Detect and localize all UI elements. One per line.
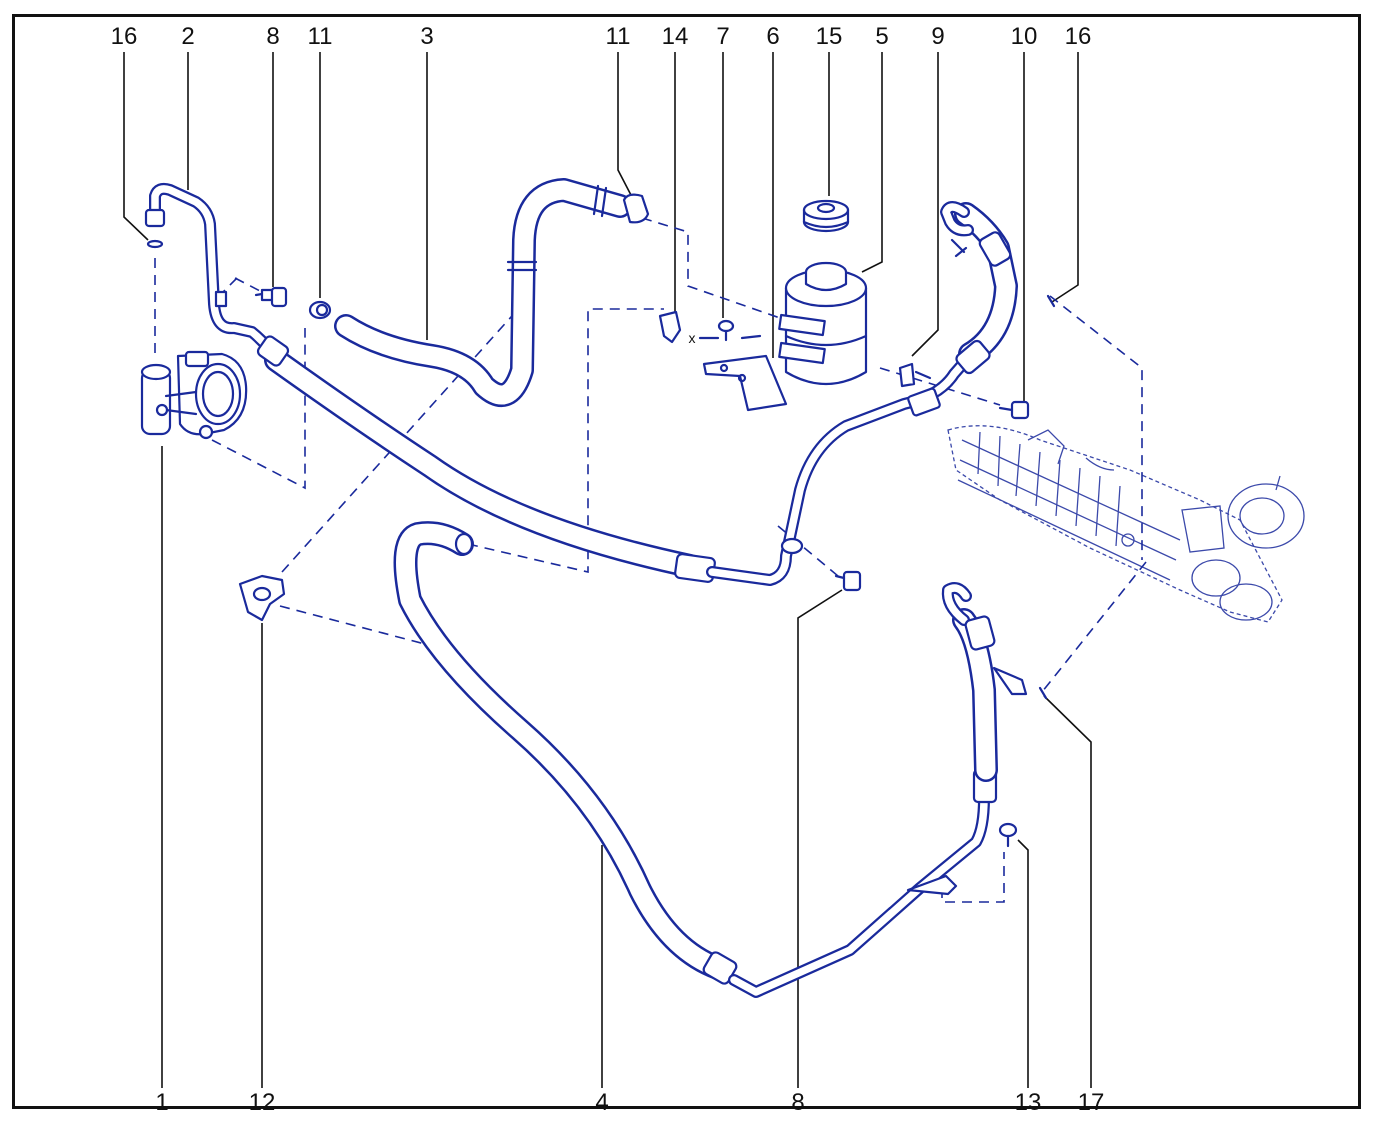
callout-15: 15 xyxy=(816,23,843,50)
power-steering-pump xyxy=(140,350,248,440)
bolt-8-bottom xyxy=(834,570,862,592)
hose-clamp-11-right xyxy=(622,193,650,224)
bolt-8-top xyxy=(254,286,288,308)
callout-3: 3 xyxy=(420,23,433,50)
callout-11-right: 11 xyxy=(606,23,631,50)
pressure-hose-main xyxy=(256,201,1018,586)
callout-2: 2 xyxy=(181,23,194,50)
callout-16-top-right: 16 xyxy=(1065,23,1092,50)
screw-13 xyxy=(998,822,1018,848)
reservoir-cap-15 xyxy=(802,199,850,233)
callout-7: 7 xyxy=(716,23,729,50)
bracket-6 xyxy=(702,354,788,412)
marker-x-left: x xyxy=(689,330,696,346)
callout-8-bottom: 8 xyxy=(791,1089,804,1116)
callout-14: 14 xyxy=(662,23,689,50)
clamp-12 xyxy=(238,574,286,622)
callout-13: 13 xyxy=(1015,1089,1042,1116)
screw-7: x xyxy=(689,319,762,346)
callout-1: 1 xyxy=(155,1089,168,1116)
clip-14 xyxy=(658,310,682,344)
callout-16-top-left: 16 xyxy=(111,23,138,50)
steering-rack xyxy=(947,425,1305,623)
callout-12: 12 xyxy=(249,1089,276,1116)
top-callouts: 16 2 8 11 3 11 14 7 6 15 5 9 10 16 xyxy=(111,23,1092,50)
reservoir-5 xyxy=(778,261,868,386)
callout-4: 4 xyxy=(595,1089,608,1116)
callout-11-left: 11 xyxy=(308,23,333,50)
pressure-pipe-2 xyxy=(144,182,276,356)
callout-9: 9 xyxy=(931,23,944,50)
callout-17: 17 xyxy=(1078,1089,1105,1116)
return-hose-4 xyxy=(393,521,1028,998)
bolt-10 xyxy=(998,400,1030,420)
callout-5: 5 xyxy=(875,23,888,50)
callout-6: 6 xyxy=(766,23,779,50)
callout-8-top: 8 xyxy=(266,23,279,50)
bottom-callouts: 1 12 4 8 13 17 xyxy=(155,1089,1104,1116)
callout-10: 10 xyxy=(1011,23,1038,50)
diagram-frame xyxy=(12,14,1361,1109)
suction-hose-3 xyxy=(334,178,632,407)
hose-clamp-11-left xyxy=(308,300,332,320)
leader-lines xyxy=(123,52,1092,1088)
clip-9 xyxy=(898,362,932,388)
seal-marks xyxy=(1038,294,1056,700)
